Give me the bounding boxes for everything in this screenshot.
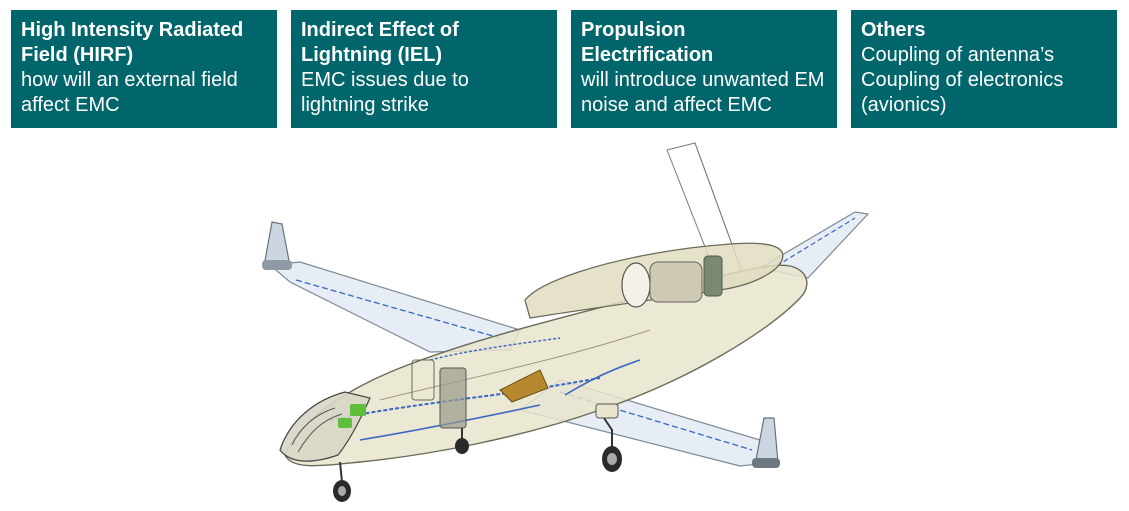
- iel-description: EMC issues due to lightning strike: [301, 69, 469, 116]
- iel-title: Indirect Effect of Lightning (IEL): [301, 19, 459, 66]
- others-box: Others Coupling of antenna’s Coupling of…: [851, 10, 1117, 128]
- fan-icon: [621, 262, 651, 308]
- propulsion-description: will introduce unwanted EM noise and aff…: [581, 69, 825, 116]
- others-title: Others: [861, 19, 926, 41]
- cockpit: [279, 391, 371, 462]
- iel-box: Indirect Effect of Lightning (IEL) EMC i…: [291, 10, 557, 128]
- main-gear-left: [455, 428, 469, 454]
- left-winglet: [262, 221, 292, 270]
- hirf-box: High Intensity Radiated Field (HIRF) how…: [11, 10, 277, 128]
- cabin-structure: [411, 359, 549, 429]
- propulsion-pod: [524, 242, 784, 319]
- avionics-panel-icon: [350, 404, 366, 416]
- nose-gear: [333, 461, 351, 502]
- propulsion-box: Propulsion Electrification will introduc…: [571, 10, 837, 128]
- hirf-description: how will an external field affect EMC: [21, 69, 238, 116]
- others-description: Coupling of antenna’s Coupling of electr…: [861, 44, 1064, 116]
- propulsion-title: Propulsion Electrification: [581, 19, 714, 66]
- left-wing: [268, 261, 521, 353]
- main-gear-right: [595, 403, 622, 472]
- right-winglet: [752, 417, 780, 468]
- hirf-title: High Intensity Radiated Field (HIRF): [21, 19, 244, 66]
